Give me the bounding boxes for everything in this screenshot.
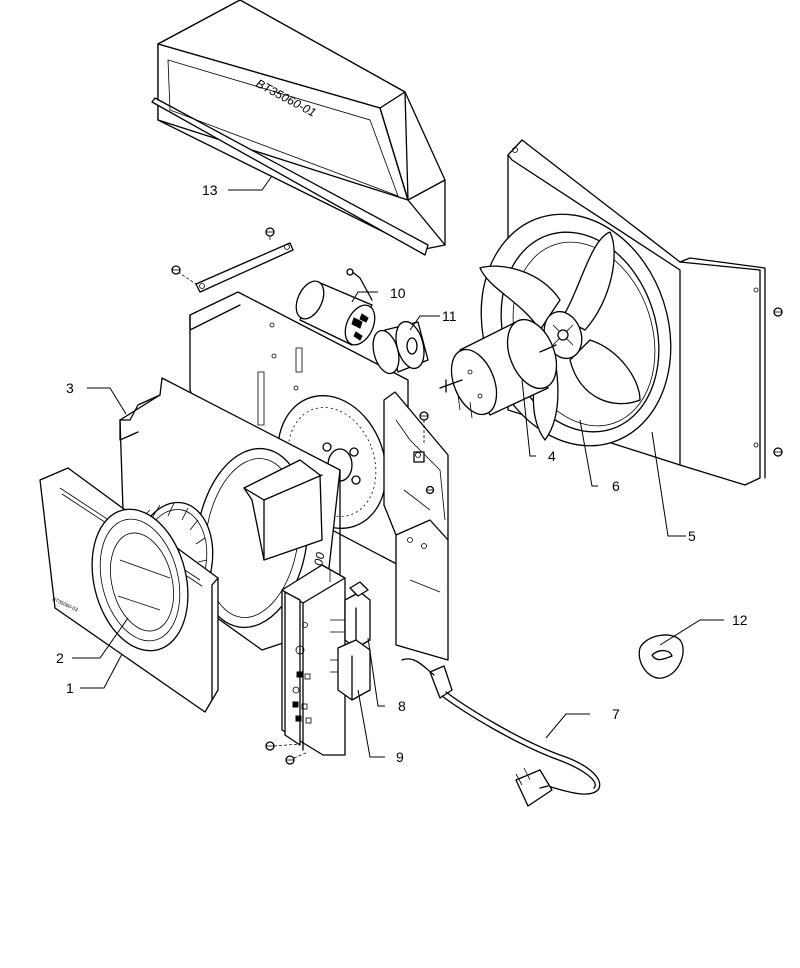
callout-8: 8 bbox=[398, 698, 406, 714]
callout-9: 9 bbox=[396, 749, 404, 765]
screw-icon bbox=[773, 307, 783, 317]
part-4-motor bbox=[439, 318, 558, 419]
screw-icon bbox=[419, 411, 429, 445]
part-12-duct: BT35060-01 bbox=[151, 0, 446, 256]
part-8-switch bbox=[330, 581, 371, 701]
callout-labels: 13 10 11 3 4 6 5 12 2 1 8 7 9 bbox=[56, 182, 748, 765]
callout-12: 13 bbox=[202, 182, 218, 198]
callout-11: 12 bbox=[732, 612, 748, 628]
screw-icon bbox=[773, 447, 783, 457]
screw-icon bbox=[265, 227, 275, 237]
callout-7: 7 bbox=[612, 706, 620, 722]
screw-icon bbox=[285, 751, 309, 765]
screw-icon bbox=[171, 265, 181, 275]
callout-4: 4 bbox=[548, 448, 556, 464]
callout-10: 10 bbox=[390, 285, 406, 301]
part-6-fan-blade bbox=[479, 231, 641, 441]
screw-icon bbox=[425, 485, 435, 495]
part-2-inlet-ring bbox=[110, 532, 174, 632]
part-9-control-box bbox=[281, 564, 346, 756]
wiring-bracket bbox=[383, 391, 449, 661]
part-13-relay-can bbox=[372, 320, 429, 375]
part-7-power-cord bbox=[401, 658, 601, 807]
leader-lines bbox=[72, 175, 724, 758]
callout-6: 6 bbox=[612, 478, 620, 494]
callout-13: 11 bbox=[442, 308, 457, 324]
callout-5: 5 bbox=[688, 528, 696, 544]
callout-2: 2 bbox=[56, 650, 64, 666]
callout-3: 3 bbox=[66, 380, 74, 396]
mounting-strap bbox=[177, 232, 294, 293]
callout-1: 1 bbox=[66, 680, 74, 696]
part-11-clip bbox=[638, 634, 684, 679]
screw-icon bbox=[265, 741, 301, 751]
